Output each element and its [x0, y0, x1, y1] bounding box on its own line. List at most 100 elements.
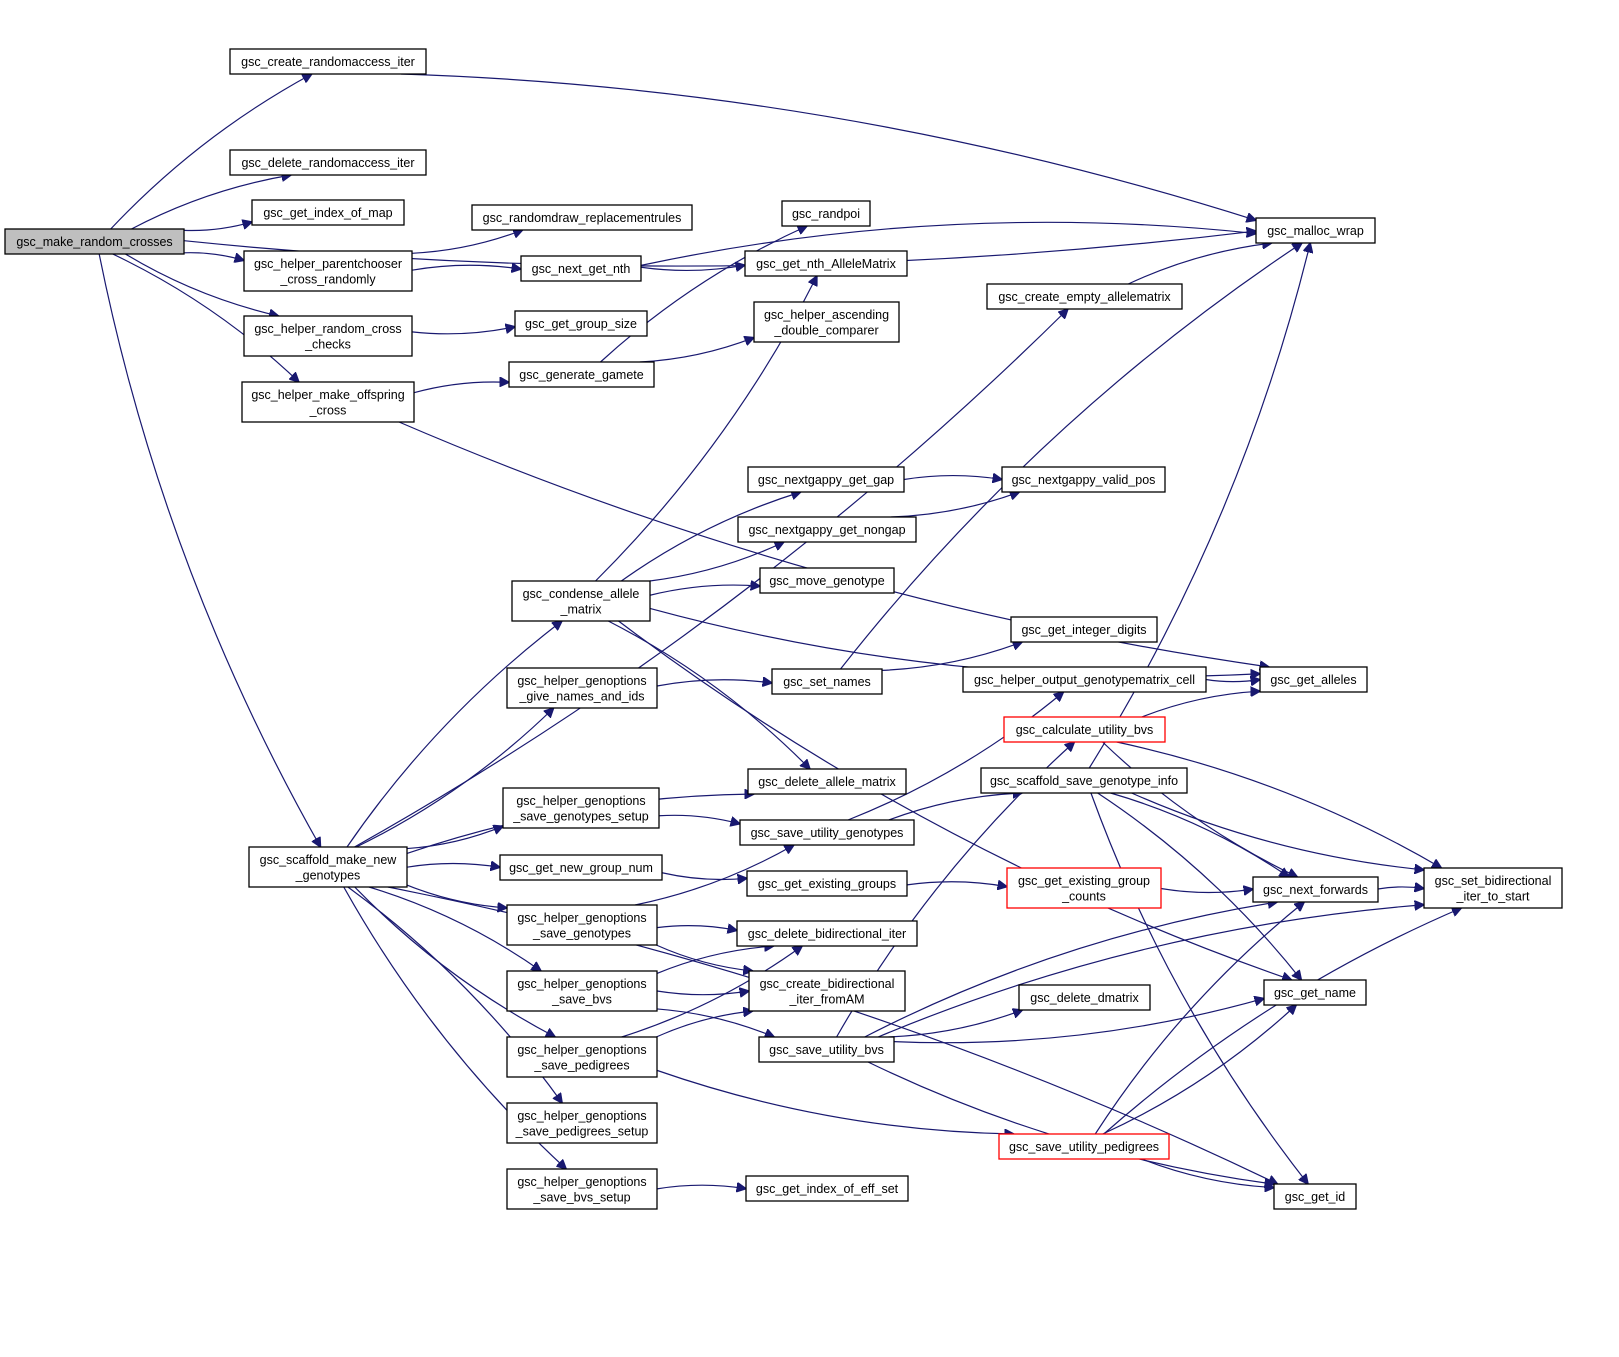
edge-generate_gamete-to-randpoi	[600, 226, 807, 363]
node-next_get_nth[interactable]: gsc_next_get_nth	[520, 255, 642, 282]
node-box-get_index_of_map	[251, 199, 405, 226]
node-delete_allele_matrix[interactable]: gsc_delete_allele_matrix	[747, 768, 907, 795]
node-label-nextgappy_get_nongap: gsc_nextgappy_get_nongap	[748, 523, 905, 537]
node-label-ascending_double_comparer: gsc_helper_ascending	[764, 308, 889, 322]
node-box-get_group_size	[514, 310, 648, 337]
node-label-get_nth_AlleleMatrix: gsc_get_nth_AlleleMatrix	[756, 257, 896, 271]
node-nextgappy_get_nongap[interactable]: gsc_nextgappy_get_nongap	[737, 516, 917, 543]
node-box-next_forwards	[1252, 876, 1379, 903]
node-output_genotypematrix_cell[interactable]: gsc_helper_output_genotypematrix_cell	[962, 666, 1207, 693]
node-scaffold_save_genotype_info[interactable]: gsc_scaffold_save_genotype_info	[980, 767, 1188, 794]
node-set_bidirectional_iter_to_start[interactable]: gsc_set_bidirectional_iter_to_start	[1423, 867, 1563, 909]
node-label-make_random_crosses: gsc_make_random_crosses	[16, 235, 172, 249]
node-save_pedigrees[interactable]: gsc_helper_genoptions_save_pedigrees	[506, 1036, 658, 1078]
node-box-create_randomaccess_iter	[229, 48, 427, 75]
node-get_group_size[interactable]: gsc_get_group_size	[514, 310, 648, 337]
node-parentchooser[interactable]: gsc_helper_parentchooser_cross_randomly	[243, 250, 413, 292]
node-save_utility_pedigrees[interactable]: gsc_save_utility_pedigrees	[998, 1133, 1170, 1160]
node-generate_gamete[interactable]: gsc_generate_gamete	[508, 361, 655, 388]
node-save_bvs[interactable]: gsc_helper_genoptions_save_bvs	[506, 970, 658, 1012]
edge-random_cross_checks-to-get_group_size	[411, 327, 515, 335]
node-condense_allele_matrix[interactable]: gsc_condense_allele_matrix	[511, 580, 651, 622]
node-box-nextgappy_valid_pos	[1001, 466, 1166, 493]
node-box-delete_dmatrix	[1018, 984, 1151, 1011]
edge-scaffold_make_new_genotypes-to-condense_allele_matrix	[346, 621, 562, 848]
node-label-move_genotype: gsc_move_genotype	[769, 574, 884, 588]
node-nextgappy_valid_pos[interactable]: gsc_nextgappy_valid_pos	[1001, 466, 1166, 493]
edge-set_names-to-get_integer_digits	[881, 642, 1022, 671]
node-box-malloc_wrap	[1255, 217, 1376, 244]
node-set_names[interactable]: gsc_set_names	[771, 668, 883, 695]
edge-save_pedigrees-to-save_utility_pedigrees	[656, 1069, 1014, 1134]
node-get_nth_AlleleMatrix[interactable]: gsc_get_nth_AlleleMatrix	[744, 250, 908, 277]
node-label-scaffold_make_new_genotypes: _genotypes	[295, 868, 361, 882]
edge-generate_gamete-to-ascending_double_comparer	[639, 338, 754, 363]
node-get_new_group_num[interactable]: gsc_get_new_group_num	[499, 854, 663, 881]
node-label-save_pedigrees: _save_pedigrees	[533, 1058, 629, 1072]
node-next_forwards[interactable]: gsc_next_forwards	[1252, 876, 1379, 903]
edge-save_pedigrees-to-create_bidirectional_iter_fromAM	[655, 1011, 753, 1038]
node-create_randomaccess_iter[interactable]: gsc_create_randomaccess_iter	[229, 48, 427, 75]
node-create_bidirectional_iter_fromAM[interactable]: gsc_create_bidirectional_iter_fromAM	[748, 970, 906, 1012]
node-get_existing_group_counts[interactable]: gsc_get_existing_group_counts	[1006, 867, 1162, 909]
node-get_alleles[interactable]: gsc_get_alleles	[1259, 666, 1368, 693]
node-get_existing_groups[interactable]: gsc_get_existing_groups	[746, 870, 908, 897]
node-make_random_crosses[interactable]: gsc_make_random_crosses	[4, 228, 185, 255]
edge-save_utility_bvs-to-delete_dmatrix	[888, 1010, 1023, 1038]
node-label-condense_allele_matrix: gsc_condense_allele	[523, 587, 640, 601]
node-randomdraw_replacementrules[interactable]: gsc_randomdraw_replacementrules	[471, 204, 693, 231]
node-random_cross_checks[interactable]: gsc_helper_random_cross_checks	[243, 315, 413, 357]
node-get_index_of_map[interactable]: gsc_get_index_of_map	[251, 199, 405, 226]
node-box-get_index_of_eff_set	[745, 1175, 909, 1202]
node-label-generate_gamete: gsc_generate_gamete	[519, 368, 643, 382]
node-get_integer_digits[interactable]: gsc_get_integer_digits	[1010, 616, 1158, 643]
node-label-scaffold_save_genotype_info: gsc_scaffold_save_genotype_info	[990, 774, 1178, 788]
node-save_utility_genotypes[interactable]: gsc_save_utility_genotypes	[739, 819, 915, 846]
node-label-delete_allele_matrix: gsc_delete_allele_matrix	[758, 775, 896, 789]
node-delete_randomaccess_iter[interactable]: gsc_delete_randomaccess_iter	[229, 149, 427, 176]
node-box-get_nth_AlleleMatrix	[744, 250, 908, 277]
node-box-randpoi	[781, 200, 871, 227]
node-randpoi[interactable]: gsc_randpoi	[781, 200, 871, 227]
node-save_bvs_setup[interactable]: gsc_helper_genoptions_save_bvs_setup	[506, 1168, 658, 1210]
node-box-output_genotypematrix_cell	[962, 666, 1207, 693]
node-label-ascending_double_comparer: _double_comparer	[773, 323, 878, 337]
node-get_name[interactable]: gsc_get_name	[1263, 979, 1367, 1006]
node-get_id[interactable]: gsc_get_id	[1273, 1183, 1357, 1210]
node-label-randomdraw_replacementrules: gsc_randomdraw_replacementrules	[483, 211, 682, 225]
edge-condense_allele_matrix-to-get_name	[618, 620, 1291, 980]
node-save_pedigrees_setup[interactable]: gsc_helper_genoptions_save_pedigrees_set…	[506, 1102, 658, 1144]
node-save_genotypes[interactable]: gsc_helper_genoptions_save_genotypes	[506, 904, 658, 946]
node-create_empty_allelematrix[interactable]: gsc_create_empty_allelematrix	[986, 283, 1183, 310]
node-delete_bidirectional_iter[interactable]: gsc_delete_bidirectional_iter	[736, 920, 918, 947]
node-label-randpoi: gsc_randpoi	[792, 207, 860, 221]
node-give_names_and_ids[interactable]: gsc_helper_genoptions_give_names_and_ids	[506, 667, 658, 709]
node-make_offspring_cross[interactable]: gsc_helper_make_offspring_cross	[241, 381, 415, 423]
node-malloc_wrap[interactable]: gsc_malloc_wrap	[1255, 217, 1376, 244]
node-scaffold_make_new_genotypes[interactable]: gsc_scaffold_make_new_genotypes	[248, 846, 408, 888]
node-get_index_of_eff_set[interactable]: gsc_get_index_of_eff_set	[745, 1175, 909, 1202]
edge-output_genotypematrix_cell-to-get_alleles	[1205, 680, 1260, 682]
edge-scaffold_make_new_genotypes-to-give_names_and_ids	[356, 708, 553, 848]
node-label-give_names_and_ids: gsc_helper_genoptions	[517, 674, 646, 688]
node-ascending_double_comparer[interactable]: gsc_helper_ascending_double_comparer	[753, 301, 900, 343]
node-box-generate_gamete	[508, 361, 655, 388]
node-box-save_bvs_setup	[506, 1168, 658, 1210]
node-save_utility_bvs[interactable]: gsc_save_utility_bvs	[758, 1036, 895, 1063]
node-move_genotype[interactable]: gsc_move_genotype	[759, 567, 895, 594]
node-box-get_integer_digits	[1010, 616, 1158, 643]
node-save_genotypes_setup[interactable]: gsc_helper_genoptions_save_genotypes_set…	[502, 787, 660, 829]
node-label-get_new_group_num: gsc_get_new_group_num	[509, 861, 653, 875]
edge-save_utility_genotypes-to-output_genotypematrix_cell	[847, 692, 1063, 821]
node-calculate_utility_bvs[interactable]: gsc_calculate_utility_bvs	[1003, 716, 1166, 743]
edge-save_utility_pedigrees-to-get_id	[1141, 1158, 1274, 1188]
node-nextgappy_get_gap[interactable]: gsc_nextgappy_get_gap	[747, 466, 905, 493]
node-label-save_genotypes_setup: gsc_helper_genoptions	[516, 794, 645, 808]
edge-save_utility_bvs-to-set_bidirectional_iter_to_start	[877, 905, 1424, 1038]
node-box-get_alleles	[1259, 666, 1368, 693]
edge-get_existing_group_counts-to-next_forwards	[1160, 888, 1253, 892]
edge-condense_allele_matrix-to-move_genotype	[649, 585, 760, 596]
node-box-get_id	[1273, 1183, 1357, 1210]
node-delete_dmatrix[interactable]: gsc_delete_dmatrix	[1018, 984, 1151, 1011]
node-label-condense_allele_matrix: _matrix	[560, 602, 603, 616]
